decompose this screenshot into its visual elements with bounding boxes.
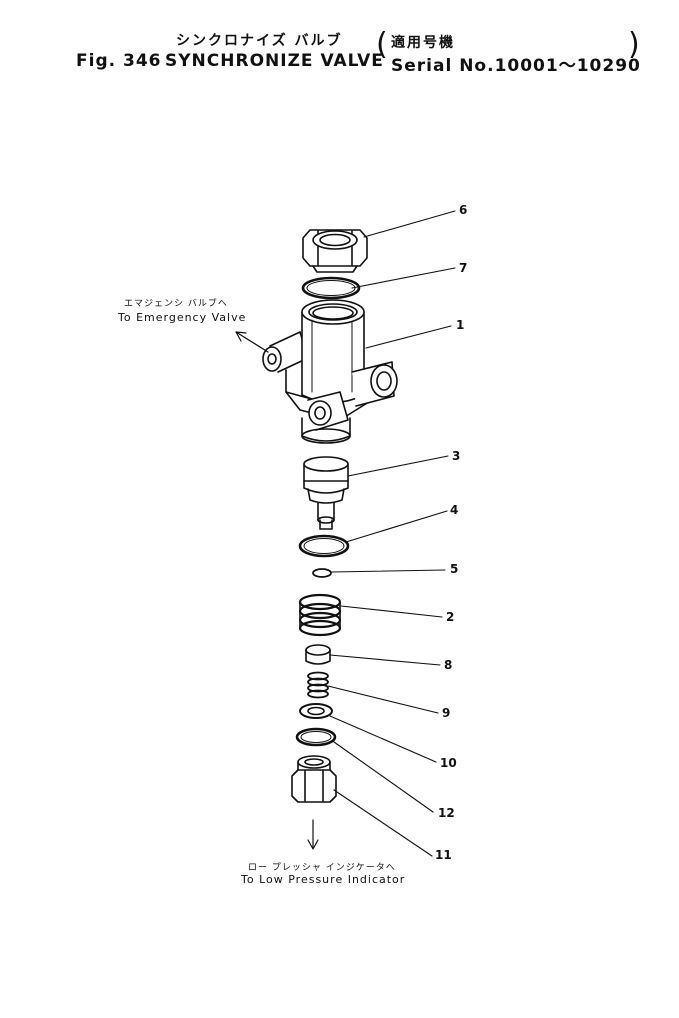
arrow-to-emergency-valve — [235, 331, 269, 353]
callout-4: 4 — [450, 503, 459, 517]
low-pressure-note-japanese: ロー プレッシャ インジケータへ — [248, 863, 396, 873]
serial-open-paren: ( — [376, 27, 388, 62]
direction-arrows — [235, 331, 319, 850]
callout-7: 7 — [459, 261, 468, 275]
title-japanese: シンクロナイズ バルブ — [176, 33, 343, 49]
part-4-o-ring — [298, 534, 350, 558]
part-10-washer — [299, 703, 333, 719]
part-12-o-ring — [295, 727, 337, 747]
callout-10: 10 — [440, 756, 457, 770]
serial-close-paren: ) — [628, 27, 640, 62]
arrow-to-low-pressure-indicator — [307, 819, 319, 850]
emergency-note: To Emergency Valve — [118, 311, 247, 324]
callout-9: 9 — [442, 706, 451, 720]
low-pressure-note: To Low Pressure Indicator — [241, 873, 406, 886]
part-6-cap-nut — [302, 229, 368, 273]
callout-6: 6 — [459, 203, 468, 217]
callout-8: 8 — [444, 658, 453, 672]
callout-3: 3 — [452, 449, 461, 463]
emergency-note-japanese: エマジェンシ バルブへ — [124, 299, 228, 309]
part-9-small-spring — [307, 671, 329, 699]
applicable-japanese: 適用号機 — [391, 35, 455, 51]
part-5-small-o-ring — [312, 568, 332, 578]
serial-range: Serial No.10001～10290 — [391, 56, 641, 76]
part-7-o-ring — [301, 276, 361, 300]
callout-11: 11 — [435, 848, 452, 862]
part-8-cup — [305, 644, 331, 665]
callout-1: 1 — [456, 318, 465, 332]
leader-lines — [327, 210, 456, 857]
figure-title: SYNCHRONIZE VALVE — [165, 51, 384, 71]
callout-12: 12 — [438, 806, 455, 820]
callout-2: 2 — [446, 610, 455, 624]
part-2-spring — [298, 593, 342, 637]
figure-number: Fig. 346 — [76, 51, 162, 71]
part-11-plug-nut — [291, 755, 337, 803]
callout-5: 5 — [450, 562, 459, 576]
part-3-piston — [303, 456, 349, 530]
part-1-valve-body — [262, 299, 398, 444]
